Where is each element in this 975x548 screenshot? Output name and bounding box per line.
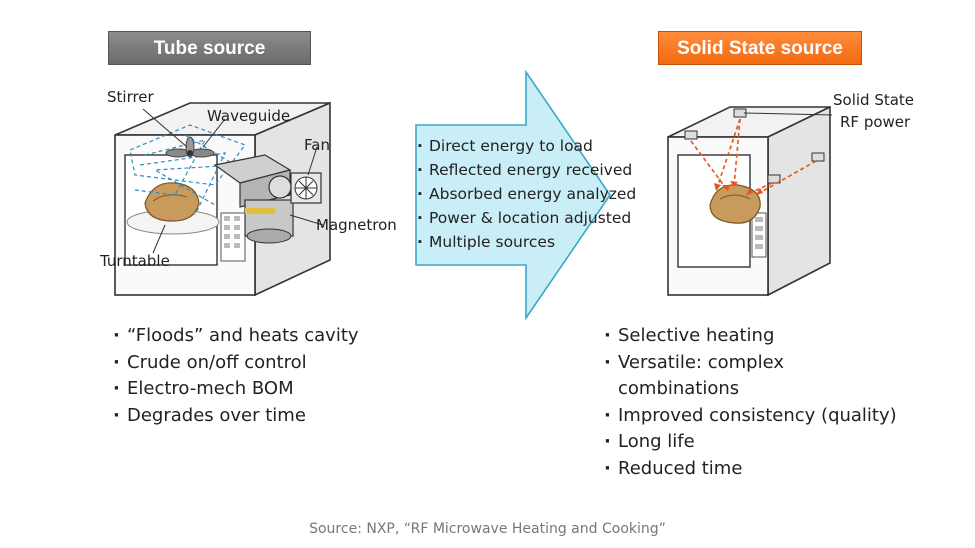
list-item: Selective heating [604,323,897,350]
list-item: Long life [604,429,897,456]
stirrer-label: Stirrer [107,88,154,106]
solid-state-label-line1: Solid State [833,91,915,109]
list-item: Degrades over time [113,403,359,430]
solid-state-microwave-illustration [667,105,833,297]
solid-state-label-line2: RF power [840,113,911,131]
tube-microwave-illustration [114,101,331,297]
arrow-item: Absorbed energy analyzed [417,182,636,206]
arrow-item: Reflected energy received [417,158,636,182]
arrow-item: Multiple sources [417,230,636,254]
list-item: Electro-mech BOM [113,376,359,403]
list-item: Crude on/off control [113,350,359,377]
source-citation: Source: NXP, “RF Microwave Heating and C… [309,521,666,537]
magnetron-label: Magnetron [316,216,397,234]
list-item: Reduced time [604,456,897,483]
list-item: Versatile: complex [604,350,897,377]
arrow-item: Power & location adjusted [417,206,636,230]
list-item: “Floods” and heats cavity [113,323,359,350]
arrow-feature-list: Direct energy to load Reflected energy r… [417,134,636,254]
solid-state-source-title: Solid State source [658,31,862,65]
tube-source-title: Tube source [108,31,311,65]
waveguide-label: Waveguide [207,107,291,125]
fan-label: Fan [304,136,330,154]
turntable-label: Turntable [100,252,170,270]
list-item: Improved consistency (quality) [604,403,897,430]
solid-state-bullet-list: Selective heating Versatile: complex com… [604,323,897,482]
list-item-continuation: combinations [618,378,740,399]
arrow-item: Direct energy to load [417,134,636,158]
tube-bullet-list: “Floods” and heats cavity Crude on/off c… [113,323,359,429]
